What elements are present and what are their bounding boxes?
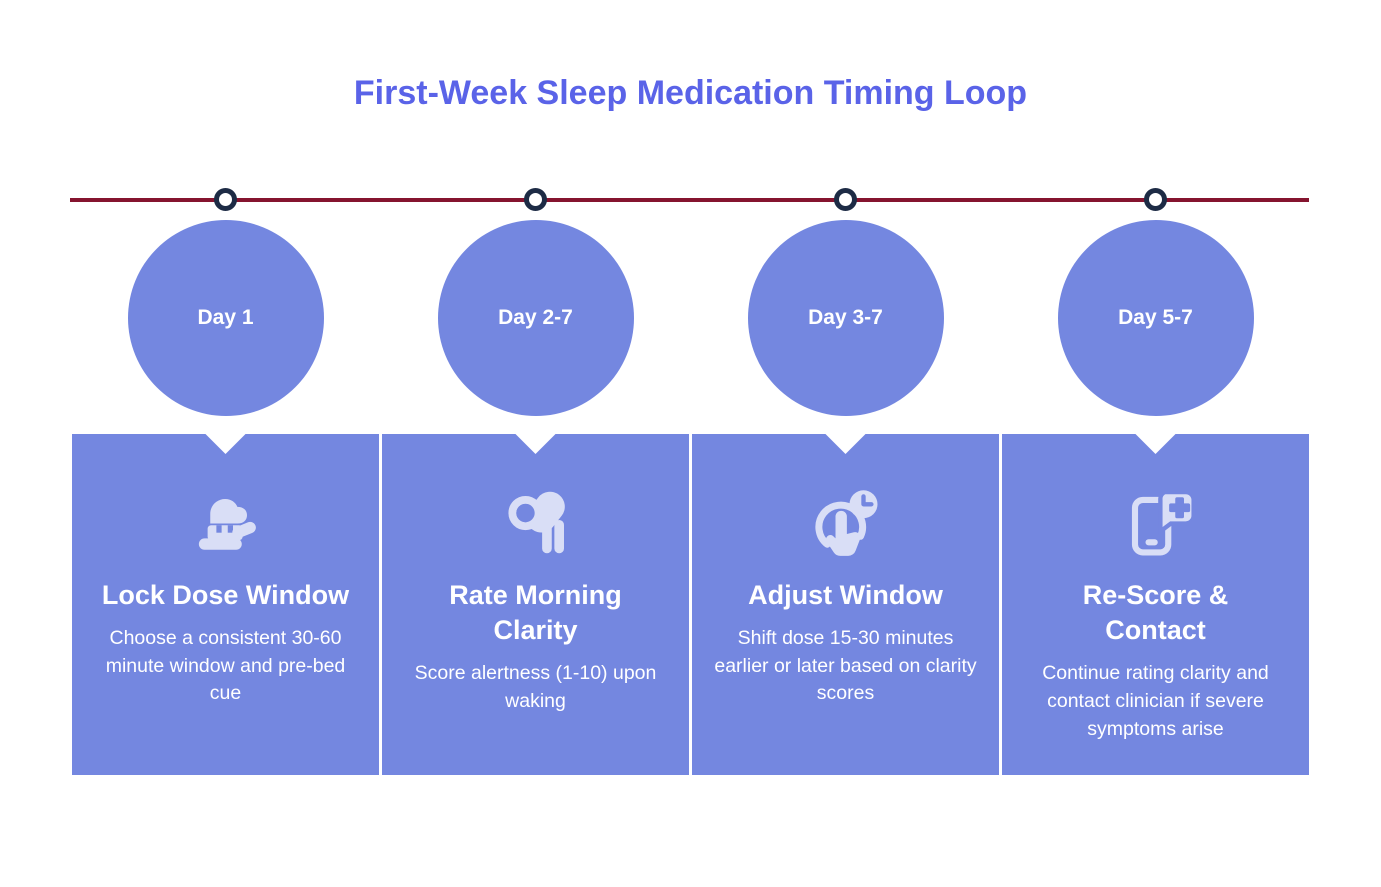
timeline-node-1 bbox=[214, 188, 237, 211]
card-title: Rate Morning Clarity bbox=[449, 580, 622, 646]
stage-card-3: Adjust Window Shift dose 15-30 minutes e… bbox=[692, 434, 999, 775]
card-title: Adjust Window bbox=[748, 580, 943, 610]
day-label: Day 5-7 bbox=[1118, 306, 1193, 329]
stage-card-2: Rate Morning Clarity Score alertness (1-… bbox=[382, 434, 689, 775]
day-label: Day 2-7 bbox=[498, 306, 573, 329]
stage-card-1: Lock Dose Window Choose a consistent 30-… bbox=[72, 434, 379, 775]
day-label: Day 3-7 bbox=[808, 306, 883, 329]
card-title: Lock Dose Window bbox=[101, 580, 350, 610]
card-description: Choose a consistent 30-60 minute window … bbox=[105, 627, 346, 705]
tap-adjust-time-icon bbox=[804, 478, 888, 562]
timeline-node-3 bbox=[834, 188, 857, 211]
stage-rate-morning-clarity: Day 2-7 Rate Morning Clarity Score alert… bbox=[382, 220, 689, 775]
stage-adjust-window: Day 3-7 Adjust Window Shift dose 15-30 m… bbox=[692, 220, 999, 775]
stage-card-4: Re-Score & Contact Continue rating clari… bbox=[1002, 434, 1309, 775]
card-description: Continue rating clarity and contact clin… bbox=[1042, 662, 1269, 740]
card-description: Shift dose 15-30 minutes earlier or late… bbox=[714, 627, 977, 705]
stage-lock-dose-window: Day 1 Lock Dose Window Choose a consiste… bbox=[72, 220, 379, 775]
page-title: First-Week Sleep Medication Timing Loop bbox=[353, 74, 1028, 112]
day-circle-3: Day 3-7 bbox=[747, 220, 944, 416]
day-label: Day 1 bbox=[197, 306, 254, 329]
timeline-node-4 bbox=[1144, 188, 1167, 211]
timeline-line bbox=[70, 198, 1309, 202]
card-description: Score alertness (1-10) upon waking bbox=[414, 662, 657, 712]
day-circle-1: Day 1 bbox=[127, 220, 324, 416]
stages-row: Day 1 Lock Dose Window Choose a consiste… bbox=[72, 220, 1309, 775]
toothbrush-icon bbox=[184, 478, 268, 562]
day-circle-2: Day 2-7 bbox=[437, 220, 634, 416]
day-circle-4: Day 5-7 bbox=[1057, 220, 1254, 416]
card-title: Re-Score & Contact bbox=[1082, 580, 1229, 646]
phone-medical-contact-icon bbox=[1114, 478, 1198, 562]
timeline-node-2 bbox=[524, 188, 547, 211]
stage-rescore-contact: Day 5-7 Re-Score & Contact Continue rati… bbox=[1002, 220, 1309, 775]
morning-stretch-icon bbox=[494, 478, 578, 562]
